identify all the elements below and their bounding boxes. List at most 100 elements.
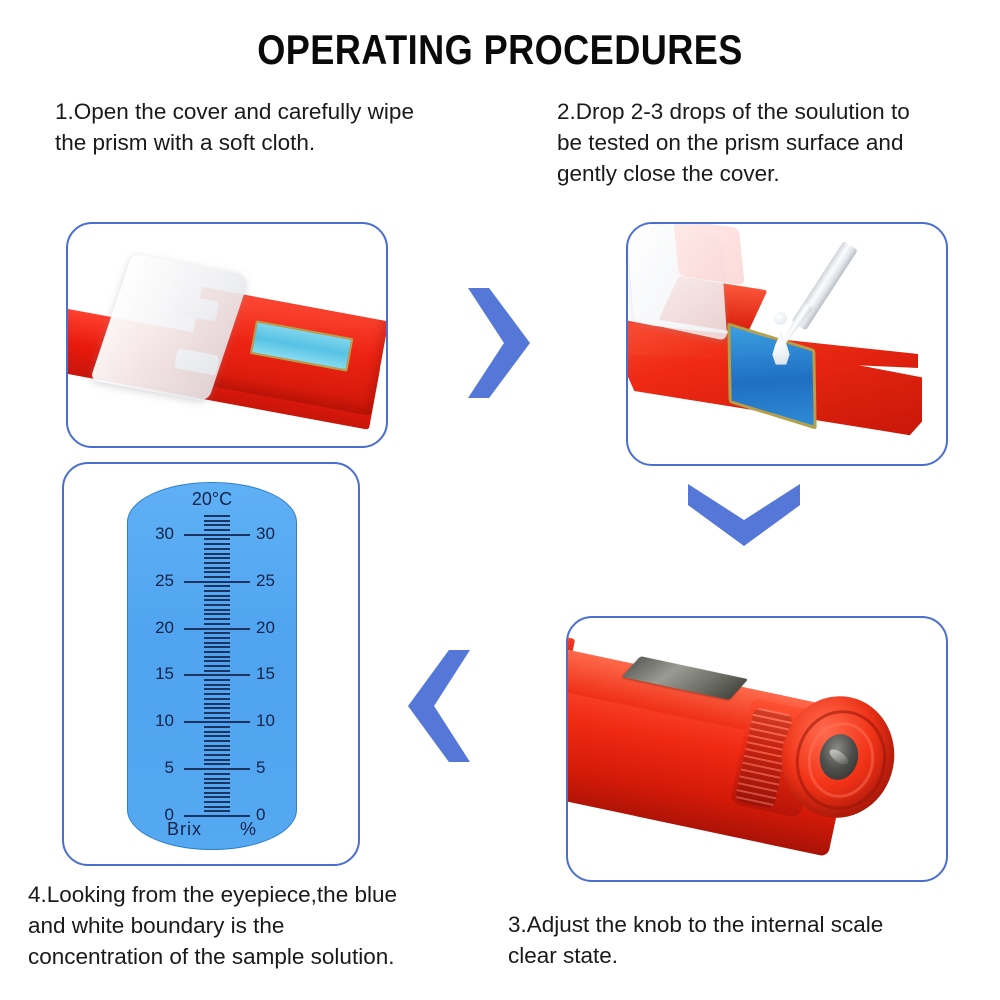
brix-minor-tick <box>204 604 230 607</box>
brix-minor-tick <box>204 754 230 757</box>
prism-window <box>727 322 817 430</box>
refractometer-open-cover-photo <box>68 224 386 446</box>
brix-tick-label-right: 10 <box>256 711 275 731</box>
brix-minor-tick <box>204 529 230 532</box>
brix-unit-label: Brix <box>166 819 202 839</box>
step-2-caption: 2.Drop 2-3 drops of the soulution to be … <box>557 99 910 186</box>
chevron-down-icon <box>688 484 800 546</box>
brix-minor-tick <box>204 796 230 799</box>
brix-minor-tick <box>204 547 230 550</box>
brix-minor-tick <box>204 557 230 560</box>
brix-minor-tick <box>204 805 230 808</box>
brix-minor-tick <box>204 749 230 752</box>
brix-minor-tick <box>204 622 230 625</box>
brix-minor-tick <box>204 543 230 546</box>
brix-minor-tick <box>204 575 230 578</box>
brix-minor-tick <box>204 702 230 705</box>
brix-minor-tick <box>204 665 230 667</box>
brix-minor-tick <box>204 571 230 574</box>
brix-minor-tick <box>204 608 230 611</box>
brix-minor-tick <box>204 655 230 658</box>
brix-major-tick <box>184 721 250 724</box>
brix-minor-tick <box>204 669 230 672</box>
brix-major-tick <box>184 674 250 677</box>
brix-minor-tick <box>204 763 230 766</box>
liquid-droplet-small <box>774 312 787 325</box>
temperature-label: 20°C <box>191 489 233 509</box>
brix-minor-tick <box>204 524 230 527</box>
brix-minor-tick <box>204 786 230 789</box>
brix-minor-tick <box>204 697 230 700</box>
step-1-caption: 1.Open the cover and carefully wipe the … <box>55 99 414 155</box>
brix-tick-label-right: 15 <box>256 664 275 684</box>
brix-minor-tick <box>204 594 230 597</box>
brix-minor-tick <box>204 693 230 696</box>
brix-minor-tick <box>204 810 230 813</box>
brix-tick-marks: 30 30 25 25 20 20 15 15 10 10 5 5 0 0 <box>128 483 296 849</box>
pipette-dropping-solution-photo <box>628 224 946 464</box>
brix-minor-tick <box>204 772 230 775</box>
brix-minor-tick <box>204 613 230 616</box>
brix-minor-tick <box>204 519 230 522</box>
brix-minor-tick <box>204 566 230 569</box>
brix-minor-tick <box>204 716 230 719</box>
brix-minor-tick <box>204 632 230 635</box>
brix-minor-tick <box>204 711 230 714</box>
arrow-step2-to-step3 <box>688 484 800 546</box>
brix-minor-tick <box>204 585 230 588</box>
brix-minor-tick <box>204 590 230 592</box>
brix-tick-label-left: 20 <box>155 617 174 637</box>
brix-minor-tick <box>204 777 230 780</box>
brix-major-tick <box>184 768 250 771</box>
page-title: OPERATING PROCEDURES <box>257 26 743 73</box>
chevron-right-icon <box>468 288 530 398</box>
brix-minor-tick <box>204 646 230 649</box>
step-3-caption: 3.Adjust the knob to the internal scale … <box>508 912 884 968</box>
brix-minor-tick <box>204 688 230 691</box>
brix-major-tick <box>184 627 250 630</box>
step-4-caption: 4.Looking from the eyepiece,the blue and… <box>28 882 397 969</box>
brix-minor-tick <box>204 538 230 541</box>
brix-minor-tick <box>204 660 230 663</box>
brix-minor-tick <box>204 740 230 742</box>
brix-tick-label-left: 15 <box>155 664 174 684</box>
brix-minor-tick <box>204 683 230 686</box>
arrow-step1-to-step2 <box>468 288 530 398</box>
brix-minor-tick <box>204 599 230 602</box>
brix-tick-label-right: 25 <box>256 570 275 590</box>
chevron-left-icon <box>408 650 470 762</box>
step-2-image-panel <box>626 222 948 466</box>
brix-major-tick <box>184 815 250 817</box>
brix-minor-tick <box>204 552 230 555</box>
brix-minor-tick <box>204 679 230 682</box>
brix-tick-label-right: 30 <box>256 523 275 543</box>
brix-minor-tick <box>204 735 230 738</box>
brix-tick-label-left: 0 <box>164 805 174 824</box>
brix-tick-label-right: 0 <box>256 805 266 824</box>
refractometer-eyepiece-knob-photo <box>568 618 946 880</box>
brix-tick-label-left: 25 <box>155 570 174 590</box>
brix-minor-tick <box>204 707 230 710</box>
brix-minor-tick <box>204 758 230 761</box>
arrow-step3-to-step4 <box>408 650 470 762</box>
brix-minor-tick <box>204 782 230 785</box>
brix-tick-label-right: 5 <box>256 758 266 778</box>
brix-minor-tick <box>204 800 230 803</box>
brix-minor-tick <box>204 650 230 653</box>
brix-tick-label-right: 20 <box>256 617 275 637</box>
brix-tick-label-left: 5 <box>164 758 174 778</box>
cover-reflection <box>673 224 745 286</box>
brix-tick-label-left: 30 <box>155 523 174 543</box>
brix-minor-tick <box>204 618 230 621</box>
step-3-image-panel <box>566 616 948 882</box>
brix-minor-tick <box>204 725 230 728</box>
brix-tick-label-left: 10 <box>155 711 174 731</box>
brix-major-tick <box>184 580 250 583</box>
brix-minor-tick <box>204 744 230 747</box>
brix-minor-tick <box>204 515 230 517</box>
